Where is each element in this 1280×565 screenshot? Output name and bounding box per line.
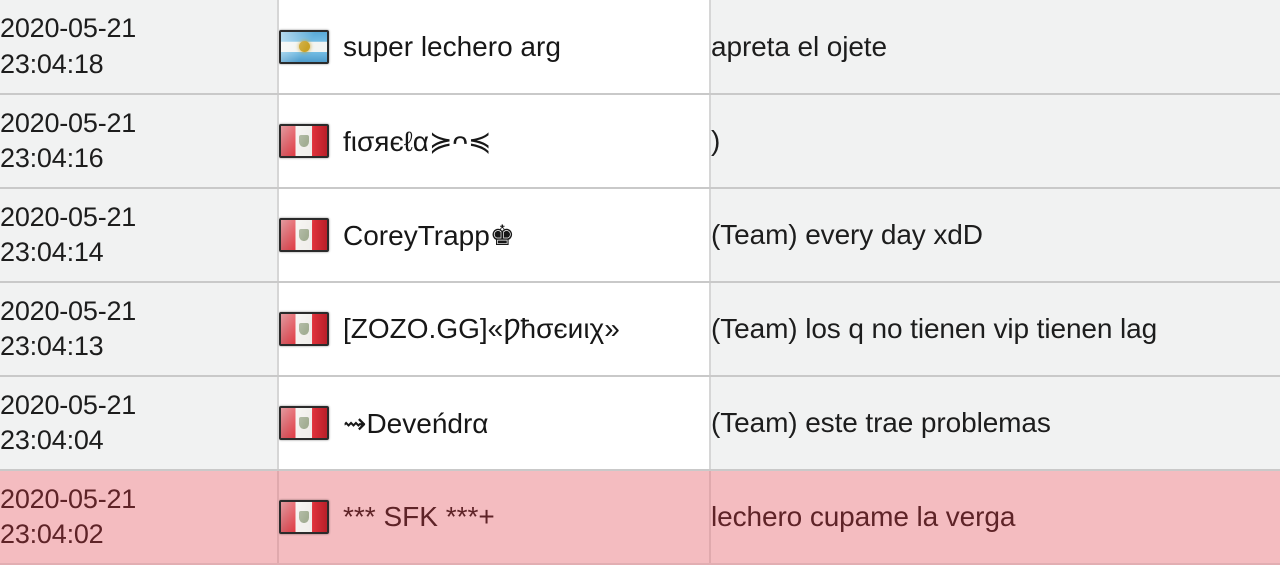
table-row-highlighted[interactable]: 2020-05-21 23:04:02 *** SFK ***+ lechero… [0,470,1280,565]
timestamp-date: 2020-05-21 [0,13,137,44]
player-name: super lechero arg [343,30,561,62]
player-name: ⇝Deveńdrα [343,407,489,439]
table-row[interactable]: 2020-05-21 23:04:13 [ZOZO.GG]«Ƿħσєиιχ» (… [0,282,1280,377]
timestamp-time: 23:04:04 [0,425,104,455]
timestamp-time: 23:04:14 [0,237,104,267]
player-name: [ZOZO.GG]«Ƿħσєиιχ» [343,313,620,344]
timestamp-cell: 2020-05-21 23:04:02 [0,470,279,565]
message-cell: apreta el ojete [710,0,1280,95]
timestamp-cell: 2020-05-21 23:04:16 [0,94,279,189]
timestamp-date: 2020-05-21 [0,107,137,138]
message-cell: (Team) este trae problemas [710,376,1280,471]
peru-flag-icon [279,124,329,158]
timestamp-date: 2020-05-21 [0,483,137,514]
timestamp-cell: 2020-05-21 23:04:13 [0,282,279,377]
argentina-flag-icon [279,29,329,64]
timestamp-cell: 2020-05-21 23:04:18 [0,0,279,95]
timestamp-date: 2020-05-21 [0,201,137,232]
table-row[interactable]: 2020-05-21 23:04:16 fισяєℓα≽ᴖ≼ ) [0,94,1280,189]
table-row[interactable]: 2020-05-21 23:04:04 ⇝Deveńdrα (Team) est… [0,376,1280,471]
player-cell[interactable]: *** SFK ***+ [278,470,711,565]
table-row[interactable]: 2020-05-21 23:04:14 CoreyTrapp♚ (Team) e… [0,188,1280,283]
timestamp-cell: 2020-05-21 23:04:04 [0,376,279,471]
message-cell: ) [710,94,1280,189]
timestamp-time: 23:04:02 [0,519,104,549]
table-row[interactable]: 2020-05-21 23:04:18 super lechero arg ap… [0,0,1280,95]
peru-flag-icon [279,406,329,440]
player-name: fισяєℓα≽ᴖ≼ [343,125,492,157]
player-cell[interactable]: fισяєℓα≽ᴖ≼ [278,94,711,189]
timestamp-time: 23:04:16 [0,143,104,173]
player-cell[interactable]: [ZOZO.GG]«Ƿħσєиιχ» [278,282,711,377]
message-cell: lechero cupame la verga [710,470,1280,565]
player-cell[interactable]: CoreyTrapp♚ [278,188,711,283]
timestamp-cell: 2020-05-21 23:04:14 [0,188,279,283]
timestamp-date: 2020-05-21 [0,389,137,420]
peru-flag-icon [279,312,329,346]
message-cell: (Team) every day xdD [710,188,1280,283]
timestamp-time: 23:04:18 [0,48,104,79]
player-cell[interactable]: ⇝Deveńdrα [278,376,711,471]
timestamp-date: 2020-05-21 [0,295,137,326]
player-name: *** SFK ***+ [343,501,495,532]
timestamp-time: 23:04:13 [0,331,104,361]
peru-flag-icon [279,218,329,252]
player-name: CoreyTrapp♚ [343,219,515,251]
player-cell[interactable]: super lechero arg [278,0,711,95]
peru-flag-icon [279,500,329,534]
message-cell: (Team) los q no tienen vip tienen lag [710,282,1280,377]
